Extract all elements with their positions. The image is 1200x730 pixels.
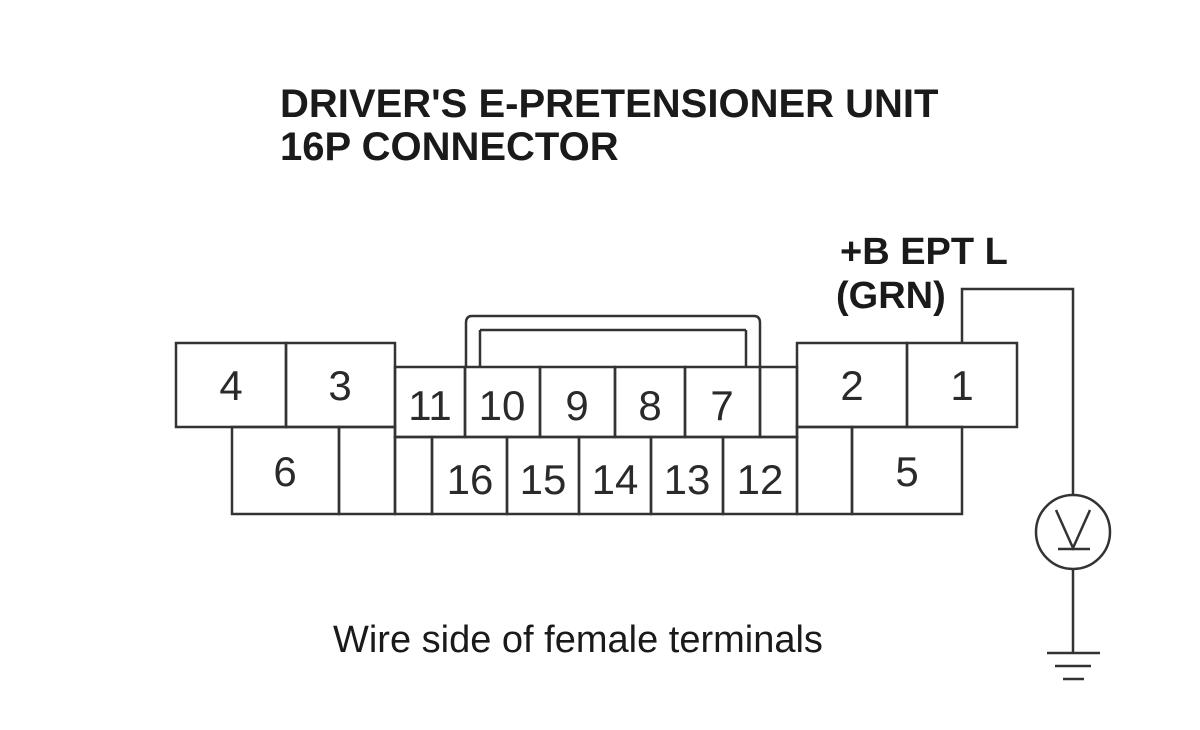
pin-10-label: 10 bbox=[479, 382, 526, 429]
pin-6-label: 6 bbox=[273, 448, 296, 495]
diagram-title-line2: 16P CONNECTOR bbox=[280, 125, 619, 169]
voltmeter-symbol bbox=[1034, 493, 1112, 571]
ground-symbol bbox=[1047, 651, 1100, 681]
test-lead-wiring bbox=[960, 287, 1112, 681]
terminal-blank-right-cell bbox=[795, 425, 854, 516]
caption: Wire side of female terminals bbox=[333, 619, 823, 661]
pin-3-label: 3 bbox=[328, 362, 351, 409]
pin-1-label: 1 bbox=[950, 362, 973, 409]
pin-7-label: 7 bbox=[710, 382, 733, 429]
pin-2-label: 2 bbox=[840, 362, 863, 409]
pin-12-label: 12 bbox=[737, 456, 784, 503]
pin-15-label: 15 bbox=[520, 456, 567, 503]
pin-8-label: 8 bbox=[638, 382, 661, 429]
connector-body bbox=[174, 314, 1019, 516]
terminal-blank-upper-right-cell bbox=[758, 365, 799, 439]
diagram-title-line1: DRIVER'S E-PRETENSIONER UNIT bbox=[280, 82, 938, 126]
locking-tab bbox=[464, 314, 762, 367]
terminal-5-cell bbox=[850, 425, 964, 516]
terminal-blank-left-cell bbox=[337, 425, 397, 516]
terminal-blank-lower-left-cell bbox=[393, 435, 434, 516]
pin-13-label: 13 bbox=[664, 456, 711, 503]
signal-label: +B EPT L bbox=[840, 231, 1008, 273]
probe-wire bbox=[960, 287, 1075, 495]
pin-11-label: 11 bbox=[408, 382, 452, 429]
pin-9-label: 9 bbox=[565, 382, 588, 429]
pin-16-label: 16 bbox=[447, 456, 494, 503]
pin-5-label: 5 bbox=[895, 448, 918, 495]
voltmeter-v-glyph bbox=[1054, 509, 1092, 552]
pin-4-label: 4 bbox=[219, 362, 242, 409]
pin-14-label: 14 bbox=[592, 456, 639, 503]
wire-color-label: (GRN) bbox=[836, 275, 946, 317]
